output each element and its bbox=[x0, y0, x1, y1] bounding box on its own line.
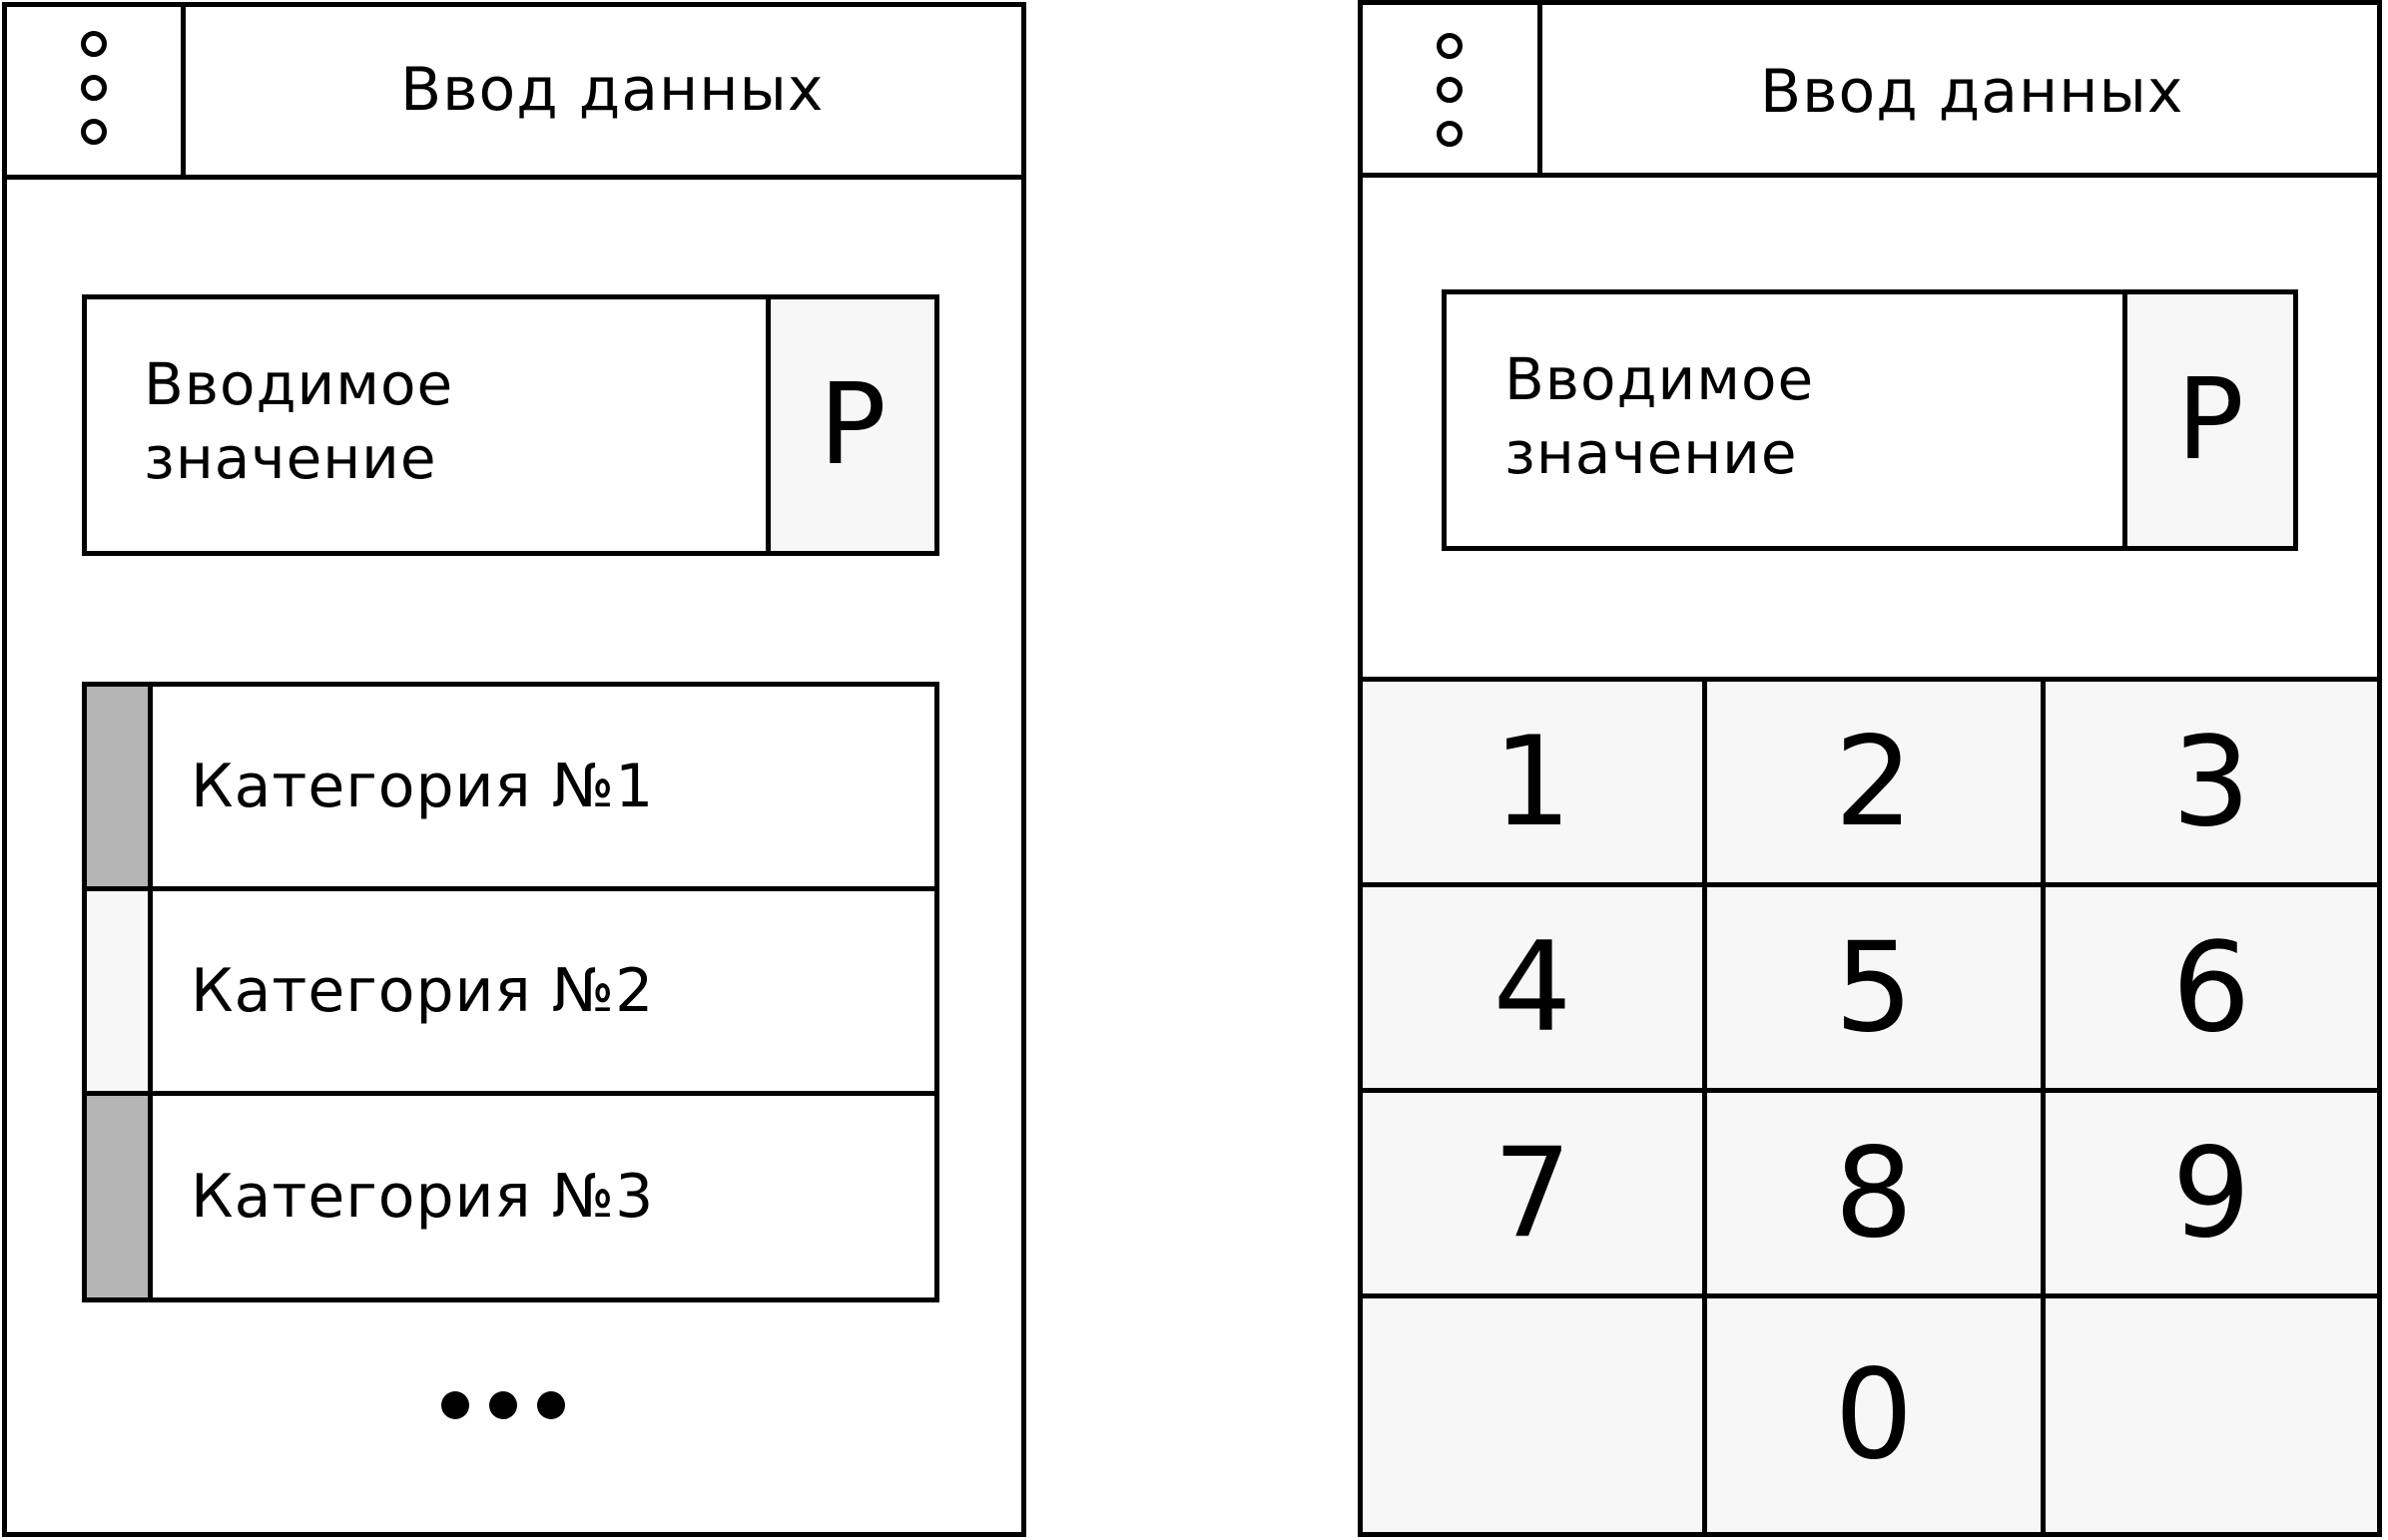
value-input[interactable]: Вводимое значение P bbox=[82, 294, 939, 556]
header-divider bbox=[1363, 173, 2377, 178]
key-blank-right bbox=[2041, 1293, 2382, 1537]
category-marker bbox=[87, 687, 153, 886]
key-6[interactable]: 6 bbox=[2041, 882, 2382, 1093]
menu-button[interactable] bbox=[7, 7, 186, 177]
unit-button[interactable]: P bbox=[766, 299, 934, 551]
key-2[interactable]: 2 bbox=[1702, 677, 2046, 887]
key-3[interactable]: 3 bbox=[2041, 677, 2382, 887]
category-item-2[interactable]: Категория №2 bbox=[82, 886, 939, 1096]
key-4[interactable]: 4 bbox=[1358, 882, 1707, 1093]
key-9[interactable]: 9 bbox=[2041, 1088, 2382, 1298]
category-item-1[interactable]: Категория №1 bbox=[82, 682, 939, 891]
ellipsis-icon[interactable] bbox=[441, 1391, 565, 1419]
category-item-3[interactable]: Категория №3 bbox=[82, 1091, 939, 1302]
page-title: Ввод данных bbox=[1760, 57, 2184, 127]
key-5[interactable]: 5 bbox=[1702, 882, 2046, 1093]
value-input[interactable]: Вводимое значение P bbox=[1442, 289, 2298, 551]
key-blank-left bbox=[1358, 1293, 1707, 1537]
unit-button[interactable]: P bbox=[2122, 294, 2293, 546]
menu-button[interactable] bbox=[1363, 5, 1542, 175]
key-7[interactable]: 7 bbox=[1358, 1088, 1707, 1298]
header-divider bbox=[7, 175, 1021, 180]
key-0[interactable]: 0 bbox=[1702, 1293, 2046, 1537]
category-label: Категория №2 bbox=[191, 956, 655, 1026]
page-title: Ввод данных bbox=[400, 55, 825, 125]
value-input-label: Вводимое значение bbox=[144, 350, 454, 492]
value-input-label: Вводимое значение bbox=[1504, 345, 1815, 487]
category-marker bbox=[87, 891, 153, 1091]
key-1[interactable]: 1 bbox=[1358, 677, 1707, 887]
category-label: Категория №1 bbox=[191, 752, 655, 821]
key-8[interactable]: 8 bbox=[1702, 1088, 2046, 1298]
category-label: Категория №3 bbox=[191, 1162, 655, 1232]
category-marker bbox=[87, 1096, 153, 1297]
